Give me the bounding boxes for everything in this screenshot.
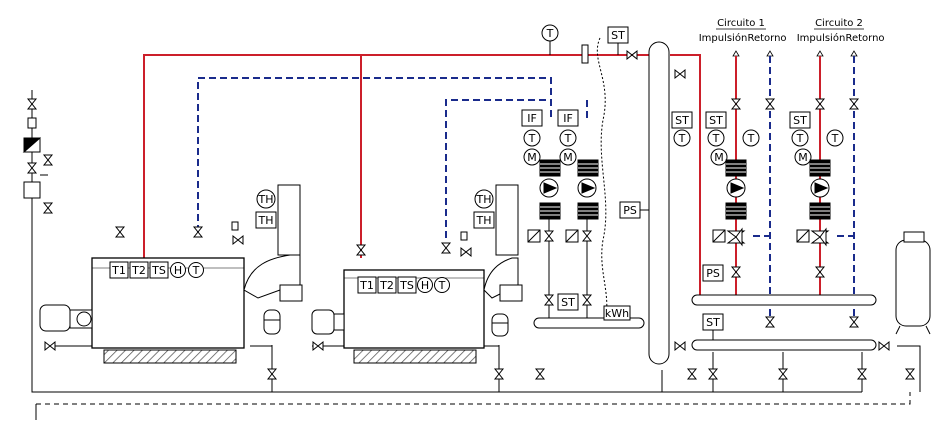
circuit-1-m-label: M xyxy=(714,151,724,164)
pump-group-2 xyxy=(557,109,599,306)
boiler-2-burner xyxy=(311,309,345,335)
st-left-label: ST xyxy=(675,114,689,127)
circuit-1-t-supply-label: T xyxy=(712,132,720,145)
circuit-2-header: Circuito 2 Impulsión Retorno xyxy=(797,18,885,57)
circuit-1-st-label: ST xyxy=(709,114,723,127)
circuit-2-m-label: M xyxy=(798,151,808,164)
t-left-label: T xyxy=(678,132,686,145)
boiler-1-t1-label: T1 xyxy=(111,264,126,277)
pump-1-m-label: M xyxy=(527,151,537,164)
boiler-2-t-label: T xyxy=(438,279,446,292)
circuit-1-header: Circuito 1 Impulsión Retorno xyxy=(699,18,787,57)
buffer-tank xyxy=(878,231,931,351)
circuit-2-t-supply-label: T xyxy=(796,132,804,145)
pump-2-t-label: T xyxy=(564,132,572,145)
circuit-2-retorno-label: Retorno xyxy=(845,33,884,44)
manifolds xyxy=(674,294,877,351)
flue-2-th-circle-label: TH xyxy=(476,193,492,206)
circuit-2-st-label: ST xyxy=(793,114,807,127)
manifold-st-label: ST xyxy=(706,316,720,329)
flue-1-th-circle-label: TH xyxy=(258,193,274,206)
pump-group-1 xyxy=(521,109,561,306)
boiler-1: T1 T2 TS H T xyxy=(39,257,245,364)
circuit-2-t-return-label: T xyxy=(831,132,839,145)
boiler-1-h-label: H xyxy=(174,264,182,277)
circuit-2-title: Circuito 2 xyxy=(815,18,863,29)
boiler-1-t2-label: T2 xyxy=(131,264,146,277)
separator-ps-label: PS xyxy=(623,204,637,217)
ps-lower-label: PS xyxy=(706,267,720,280)
boiler-1-sensor-panel xyxy=(109,261,204,279)
boiler-2-sensor-panel xyxy=(357,276,450,294)
circuit-1-title: Circuito 1 xyxy=(717,18,765,29)
kwh-meter-label: kWh xyxy=(605,307,629,320)
boiler-2-ts-label: TS xyxy=(399,279,414,292)
safety-valves xyxy=(231,221,472,257)
lower-header xyxy=(533,293,645,329)
boiler-2-t1-label: T1 xyxy=(359,279,374,292)
pump-2-m-label: M xyxy=(563,151,573,164)
flue-1-th-box-label: TH xyxy=(258,214,274,227)
flue-2-th-box-label: TH xyxy=(476,214,492,227)
boiler-1-ts-label: TS xyxy=(151,264,166,277)
expansion-tank-1 xyxy=(263,309,281,335)
boiler-1-t-label: T xyxy=(192,264,200,277)
top-instruments xyxy=(541,24,638,64)
circuit-1-retorno-label: Retorno xyxy=(747,33,786,44)
boiler-2-t2-label: T2 xyxy=(379,279,394,292)
circuit-2-impulsion-label: Impulsión xyxy=(797,32,846,44)
flue-1 xyxy=(243,184,303,302)
top-temp-label: T xyxy=(546,27,554,40)
circuit-1-t-return-label: T xyxy=(747,132,755,145)
expansion-tank-2 xyxy=(491,313,509,337)
top-st-label: ST xyxy=(611,29,625,42)
separator-outlet-instruments xyxy=(671,69,724,282)
boiler-2: T1 T2 TS H T xyxy=(311,269,485,364)
drain-dashed-line xyxy=(36,392,911,405)
circuit-1-group xyxy=(705,98,775,278)
circuit-2-group xyxy=(789,98,859,278)
boiler-1-burner xyxy=(39,304,93,332)
supply-piping xyxy=(143,54,821,300)
flue-2 xyxy=(473,184,523,302)
boiler-2-h-label: H xyxy=(421,279,429,292)
pump-1-if-label: IF xyxy=(527,112,537,125)
pump-2-if-label: IF xyxy=(563,112,573,125)
circuit-1-impulsion-label: Impulsión xyxy=(699,32,748,44)
pump-1-t-label: T xyxy=(528,132,536,145)
hydraulic-separator xyxy=(619,41,670,365)
makeup-water-assembly xyxy=(22,98,53,214)
st-bottom-label: ST xyxy=(561,296,575,309)
